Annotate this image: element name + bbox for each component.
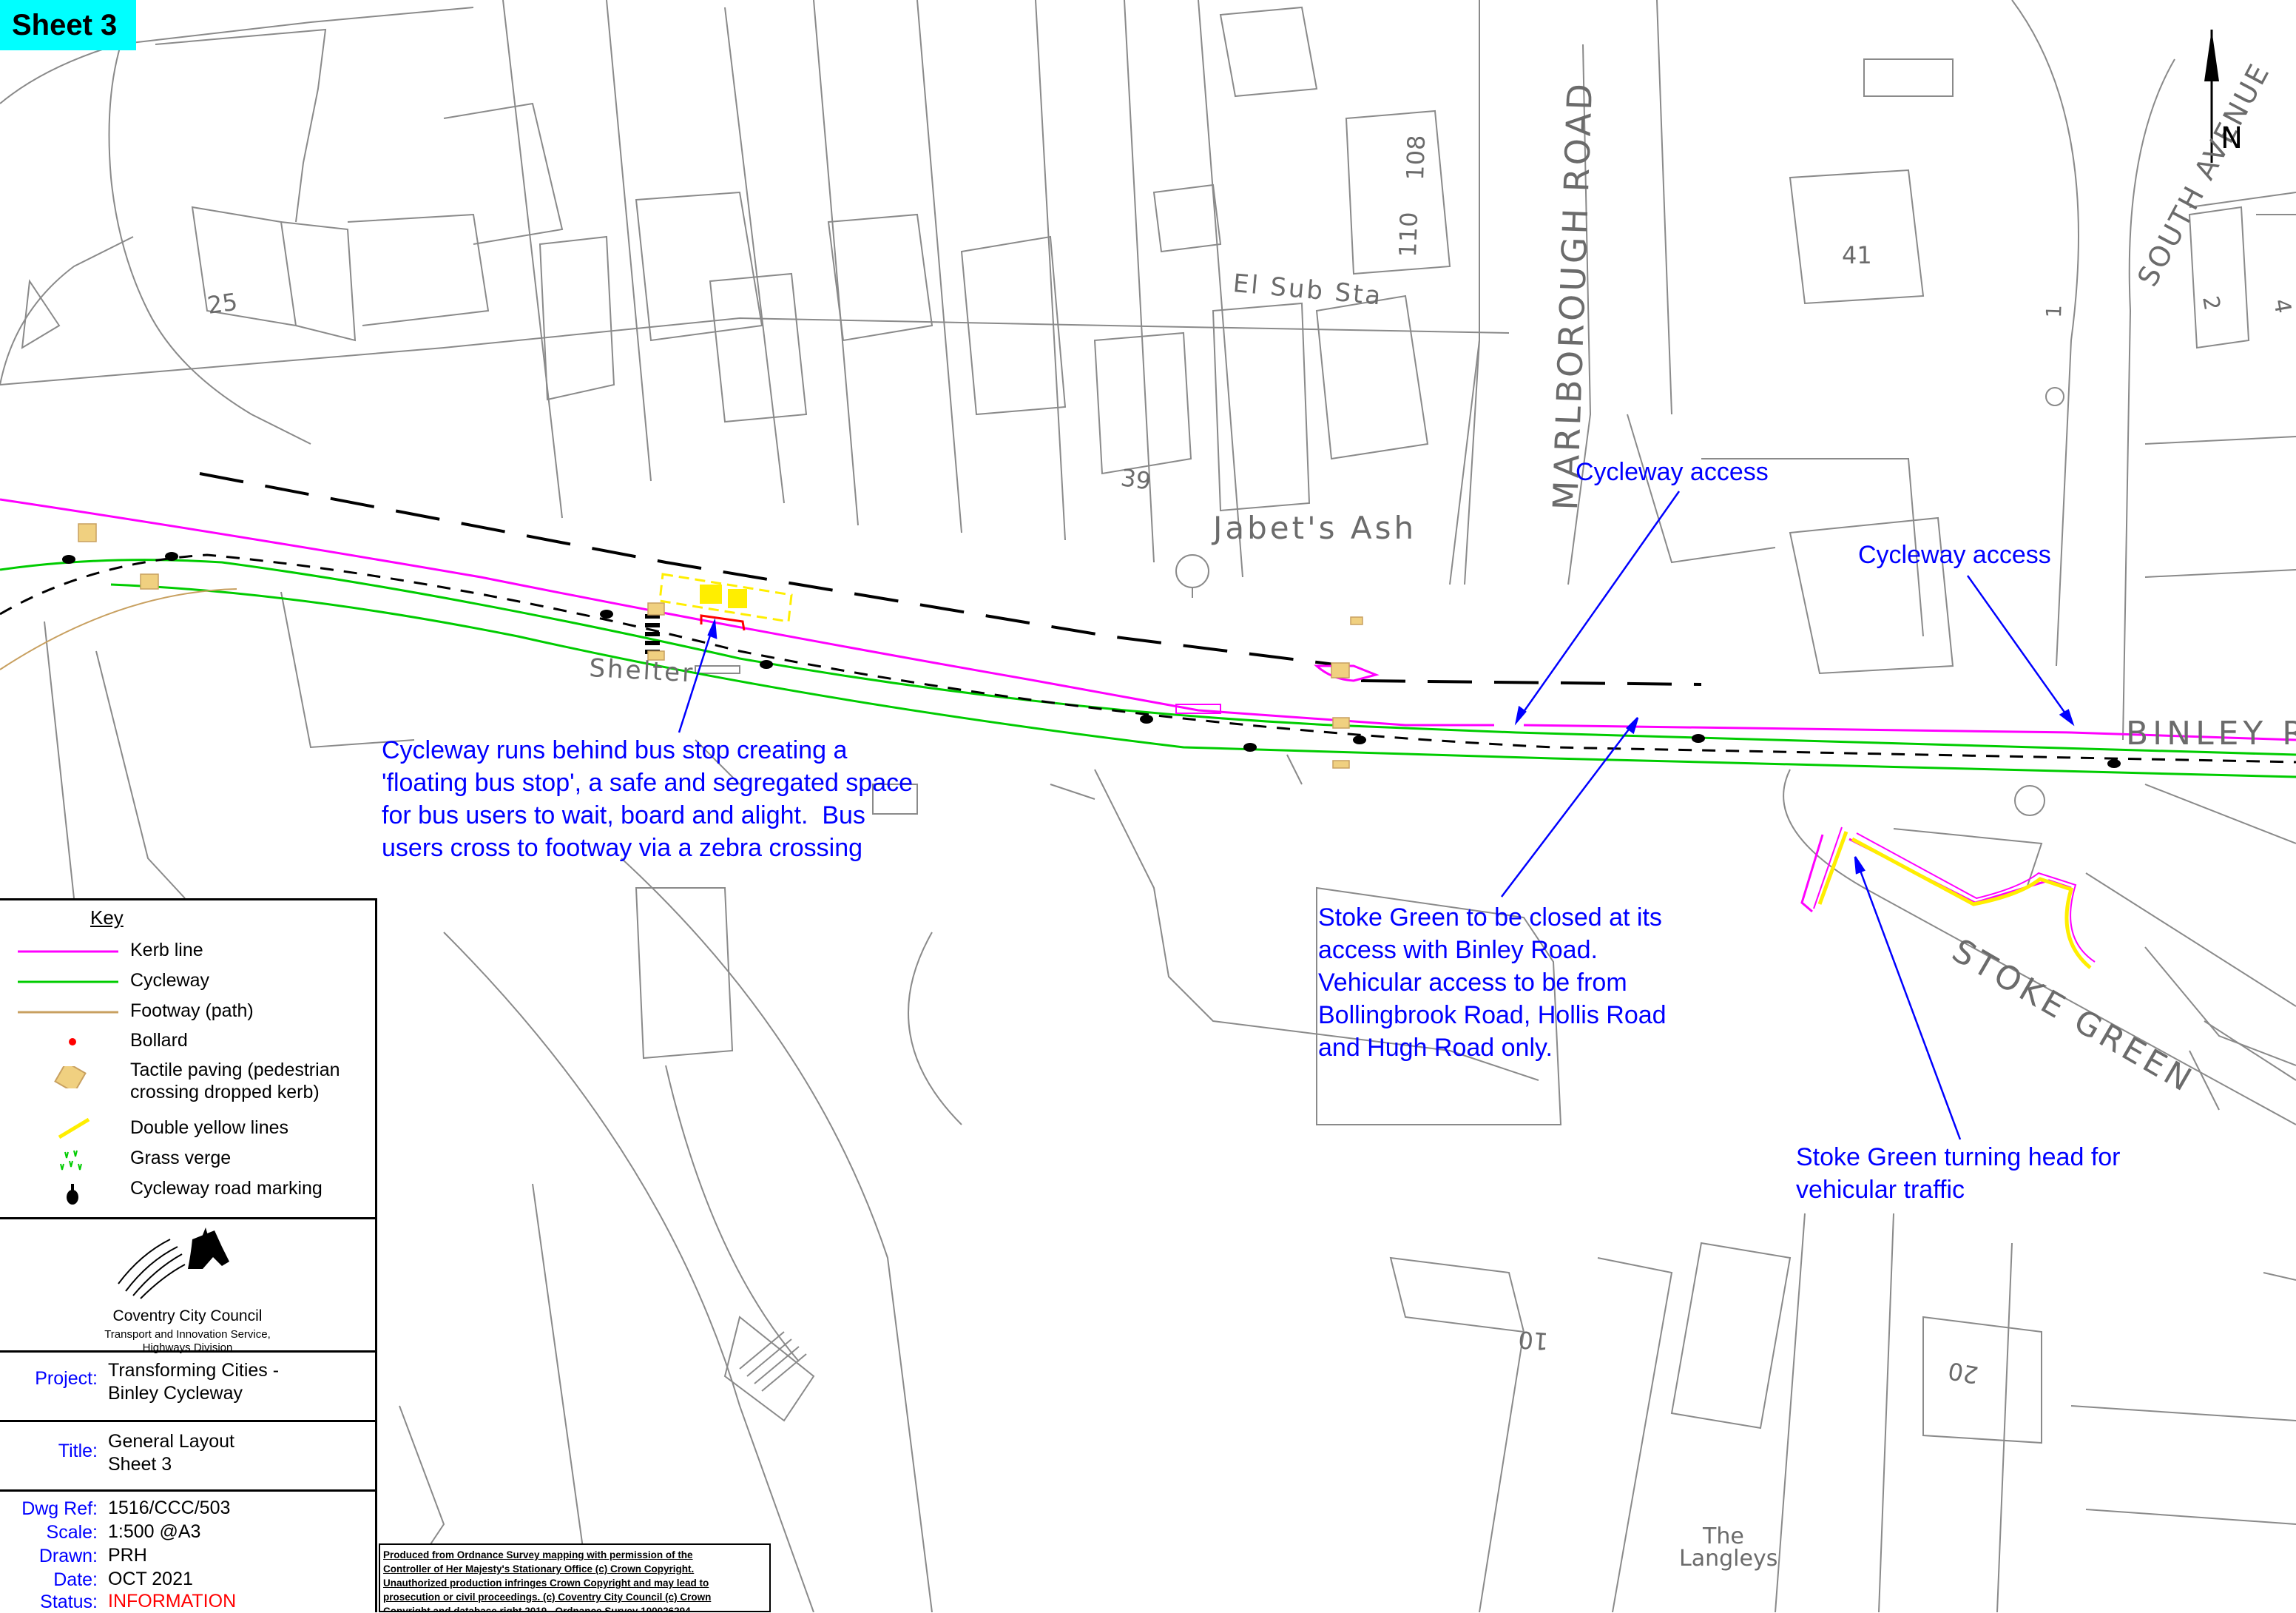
key-label: Kerb line [130, 940, 203, 960]
key-item-kerb-line: Kerb line [0, 936, 370, 966]
house-number-41: 41 [1842, 241, 1872, 269]
footway-line [0, 588, 237, 670]
drawn-value: PRH [108, 1545, 147, 1566]
annotation-turning-head: Stoke Green turning head for vehicular t… [1796, 1143, 2121, 1204]
dwg-ref-label: Dwg Ref: [21, 1498, 98, 1519]
house-number-1: 1 [2042, 304, 2067, 318]
cycleway-swatch-icon [18, 980, 118, 983]
project-value: Transforming Cities - Binley Cycleway [108, 1360, 280, 1404]
footway-swatch-icon [18, 1011, 118, 1014]
scale-label: Scale: [46, 1522, 98, 1543]
kerb-line-swatch-icon [18, 950, 118, 953]
key-item-grass-verge: Grass verge [0, 1144, 370, 1173]
road-centreline [199, 472, 1702, 686]
annotation-stoke-green-closed: Stoke Green to be closed at its access w… [1318, 903, 1667, 1062]
date-value: OCT 2021 [108, 1569, 193, 1589]
divider [0, 1489, 375, 1492]
title-label: Title: [58, 1441, 98, 1461]
key-label: Footway (path) [130, 1000, 254, 1021]
drawn-label: Drawn: [38, 1546, 98, 1566]
key-title: Key [90, 906, 124, 929]
key-item-cycleway: Cycleway [0, 966, 370, 996]
bus-stop-markings [700, 585, 747, 608]
turning-head-kerb [1813, 826, 2096, 963]
copyright-notice: Produced from Ordnance Survey mapping wi… [379, 1543, 771, 1612]
house-number-110: 110 [1394, 212, 1423, 257]
tactile-paving [78, 523, 1363, 769]
tactile-paving-icon [54, 1066, 87, 1088]
key-item-footway: Footway (path) [0, 997, 370, 1026]
label-shelter: Shelter [589, 653, 696, 688]
status-value: INFORMATION [108, 1591, 237, 1612]
house-number-10: 10 [1517, 1325, 1549, 1356]
key-label: Cycleway [130, 970, 209, 991]
key-label: Double yellow lines [130, 1117, 289, 1138]
grass-verge-icon [60, 1150, 82, 1171]
key-label: Grass verge [130, 1148, 232, 1168]
dwg-ref-value: 1516/CCC/503 [108, 1498, 231, 1518]
north-arrow-icon [2204, 30, 2219, 163]
label-the-langleys-1: The [1702, 1523, 1744, 1549]
road-label-binley: BINLEY RO [2126, 715, 2296, 752]
key-label: Cycleway road marking [130, 1178, 323, 1199]
house-number-39: 39 [1119, 463, 1153, 495]
key-item-cycle-marking: Cycleway road marking [0, 1174, 370, 1205]
sheet-tag: Sheet 3 [0, 0, 136, 50]
turning-head-yellow [1817, 831, 2092, 969]
bus-stop-kerb [700, 614, 746, 631]
key-label: Bollard [130, 1030, 188, 1051]
cycle-lane-dashes [0, 553, 2296, 764]
council-logo-block: Coventry City Council Transport and Inno… [0, 1219, 375, 1354]
bus-stop-box [658, 573, 793, 623]
label-jabets-ash: Jabet's Ash [1211, 510, 1417, 546]
coventry-logo-icon [118, 1228, 229, 1299]
date-label: Date: [53, 1569, 98, 1590]
label-the-langleys-2: Langleys [1679, 1546, 1777, 1572]
key-label: Tactile paving (pedestrian crossing drop… [130, 1060, 340, 1102]
house-number-108: 108 [1401, 135, 1431, 181]
legend-panel: Key Kerb line Cycleway Footway (path) Bo… [0, 898, 377, 1612]
status-label: Status: [40, 1592, 98, 1612]
cycleway-line [0, 559, 2296, 778]
annotation-cycleway-access-2: Cycleway access [1858, 541, 2051, 569]
annotation-cycleway-access-1: Cycleway access [1576, 458, 1769, 486]
council-name: Coventry City Council [112, 1307, 263, 1324]
bicycle-marking-icon [67, 1184, 78, 1205]
bollard-dot-icon [69, 1038, 76, 1045]
key-item-double-yellow: Double yellow lines [0, 1114, 370, 1143]
title-value: General Layout Sheet 3 [108, 1431, 234, 1475]
divider [0, 1420, 375, 1422]
key-item-tactile-paving: Tactile paving (pedestrian crossing drop… [0, 1056, 370, 1103]
annotation-leaders [678, 491, 2075, 1140]
scale-value: 1:500 @A3 [108, 1521, 201, 1542]
divider [0, 1217, 375, 1219]
annotation-floating-bus-stop: Cycleway runs behind bus stop creating a… [382, 736, 914, 862]
bollards-strip [1175, 704, 1221, 714]
cycleway-road-markings [62, 552, 2121, 768]
house-number-25: 25 [206, 288, 240, 320]
divider [0, 1350, 375, 1353]
house-number-20: 20 [1946, 1356, 1981, 1389]
key-item-bollard: Bollard [0, 1026, 370, 1056]
project-label: Project: [35, 1368, 98, 1389]
north-label: N [2221, 121, 2243, 155]
double-yellow-icon [58, 1118, 90, 1139]
